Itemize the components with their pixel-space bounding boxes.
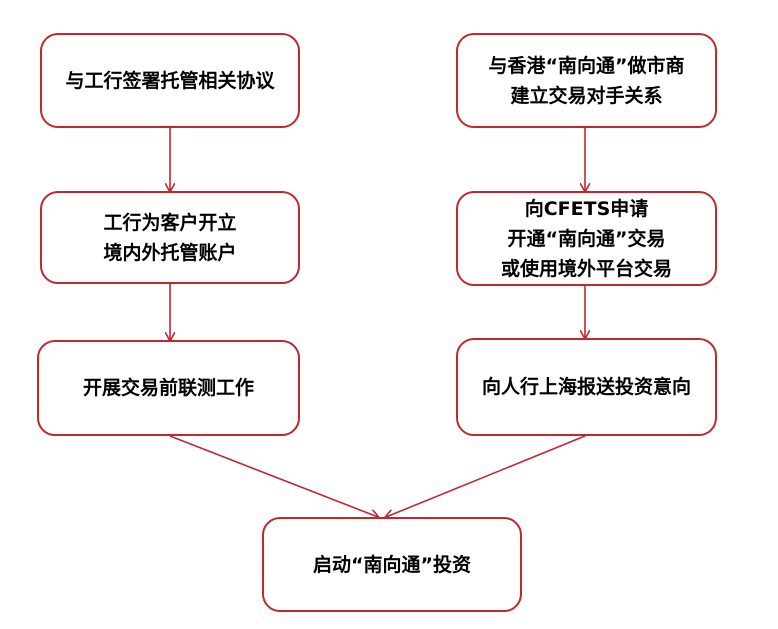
- step-text: 开展交易前联测工作: [82, 377, 254, 399]
- step-text: 或使用境外平台交易: [500, 257, 672, 280]
- step-text: 工行为客户开立: [103, 211, 237, 234]
- step-box-market-maker-relationship: 与香港“南向通”做市商 建立交易对手关系: [456, 33, 717, 128]
- step-text: 与工行签署托管相关协议: [65, 69, 275, 92]
- arrow-r3-final: [386, 435, 586, 517]
- step-text: 启动“南向通”投资: [313, 553, 471, 576]
- step-box-cfets-application: 向CFETS申请 开通“南向通”交易 或使用境外平台交易: [456, 191, 717, 286]
- step-text: 建立交易对手关系: [510, 84, 663, 107]
- step-box-report-investment-intent: 向人行上海报送投资意向: [456, 338, 717, 436]
- step-text: 开通“南向通”交易: [507, 227, 666, 250]
- step-box-launch-investment: 启动“南向通”投资: [262, 517, 522, 612]
- arrow-l3-final: [169, 435, 378, 517]
- step-text: 向人行上海报送投资意向: [481, 376, 691, 398]
- step-box-sign-custody-agreement: 与工行签署托管相关协议: [40, 33, 300, 128]
- step-text: 境内外托管账户: [103, 241, 237, 264]
- step-box-pre-trade-testing: 开展交易前联测工作: [37, 340, 300, 436]
- step-box-open-custody-account: 工行为客户开立 境内外托管账户: [40, 191, 300, 284]
- step-text: 向CFETS申请: [524, 197, 649, 220]
- step-text: 与香港“南向通”做市商: [488, 54, 685, 77]
